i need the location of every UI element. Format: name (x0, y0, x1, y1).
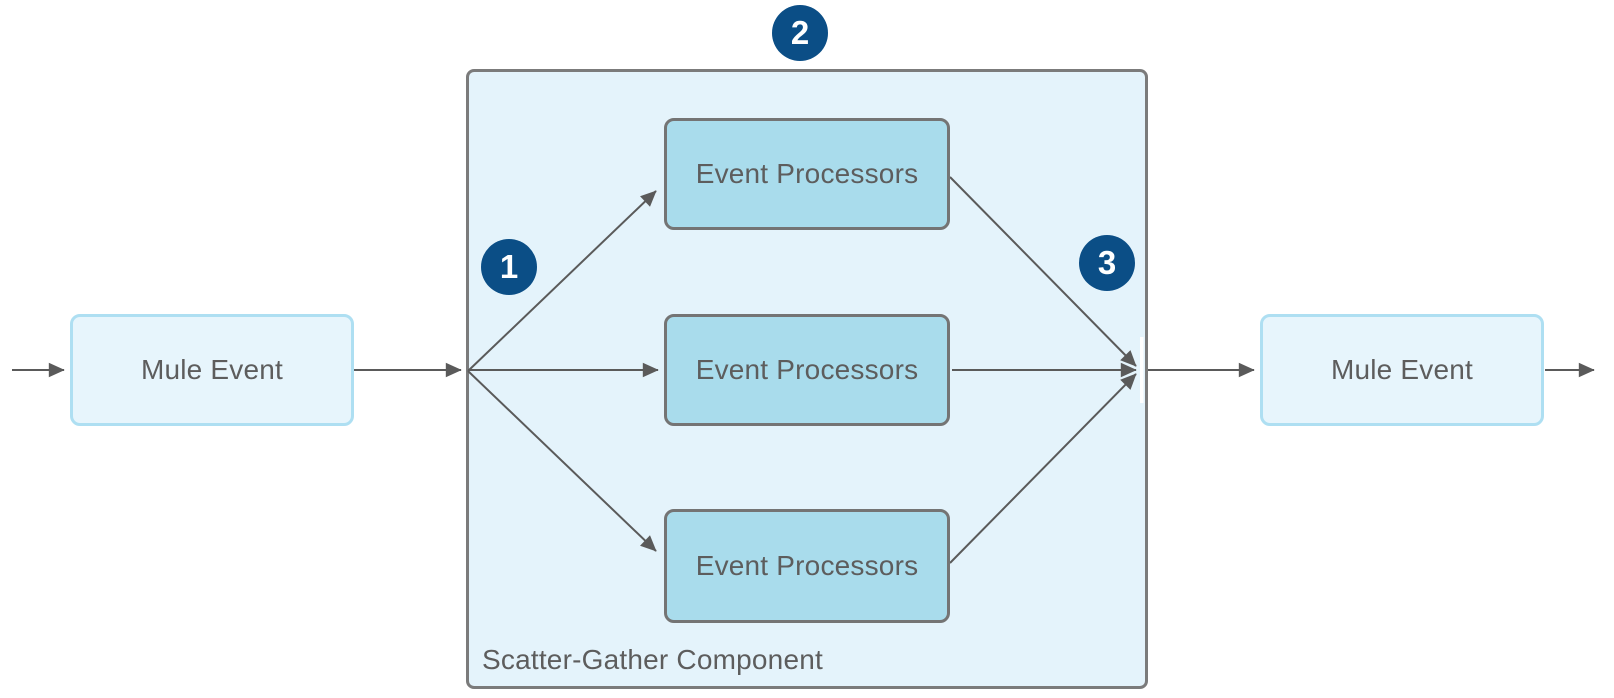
mule-event-box-right: Mule Event (1260, 314, 1544, 426)
event-processors-box-bottom: Event Processors (664, 509, 950, 623)
step-badge-2: 2 (772, 5, 828, 61)
event-processors-box-middle: Event Processors (664, 314, 950, 426)
event-processors-box-top: Event Processors (664, 118, 950, 230)
mule-event-box-left: Mule Event (70, 314, 354, 426)
step-badge-1: 1 (481, 239, 537, 295)
scatter-gather-label: Scatter-Gather Component (482, 644, 823, 675)
step-badge-3: 3 (1079, 235, 1135, 291)
